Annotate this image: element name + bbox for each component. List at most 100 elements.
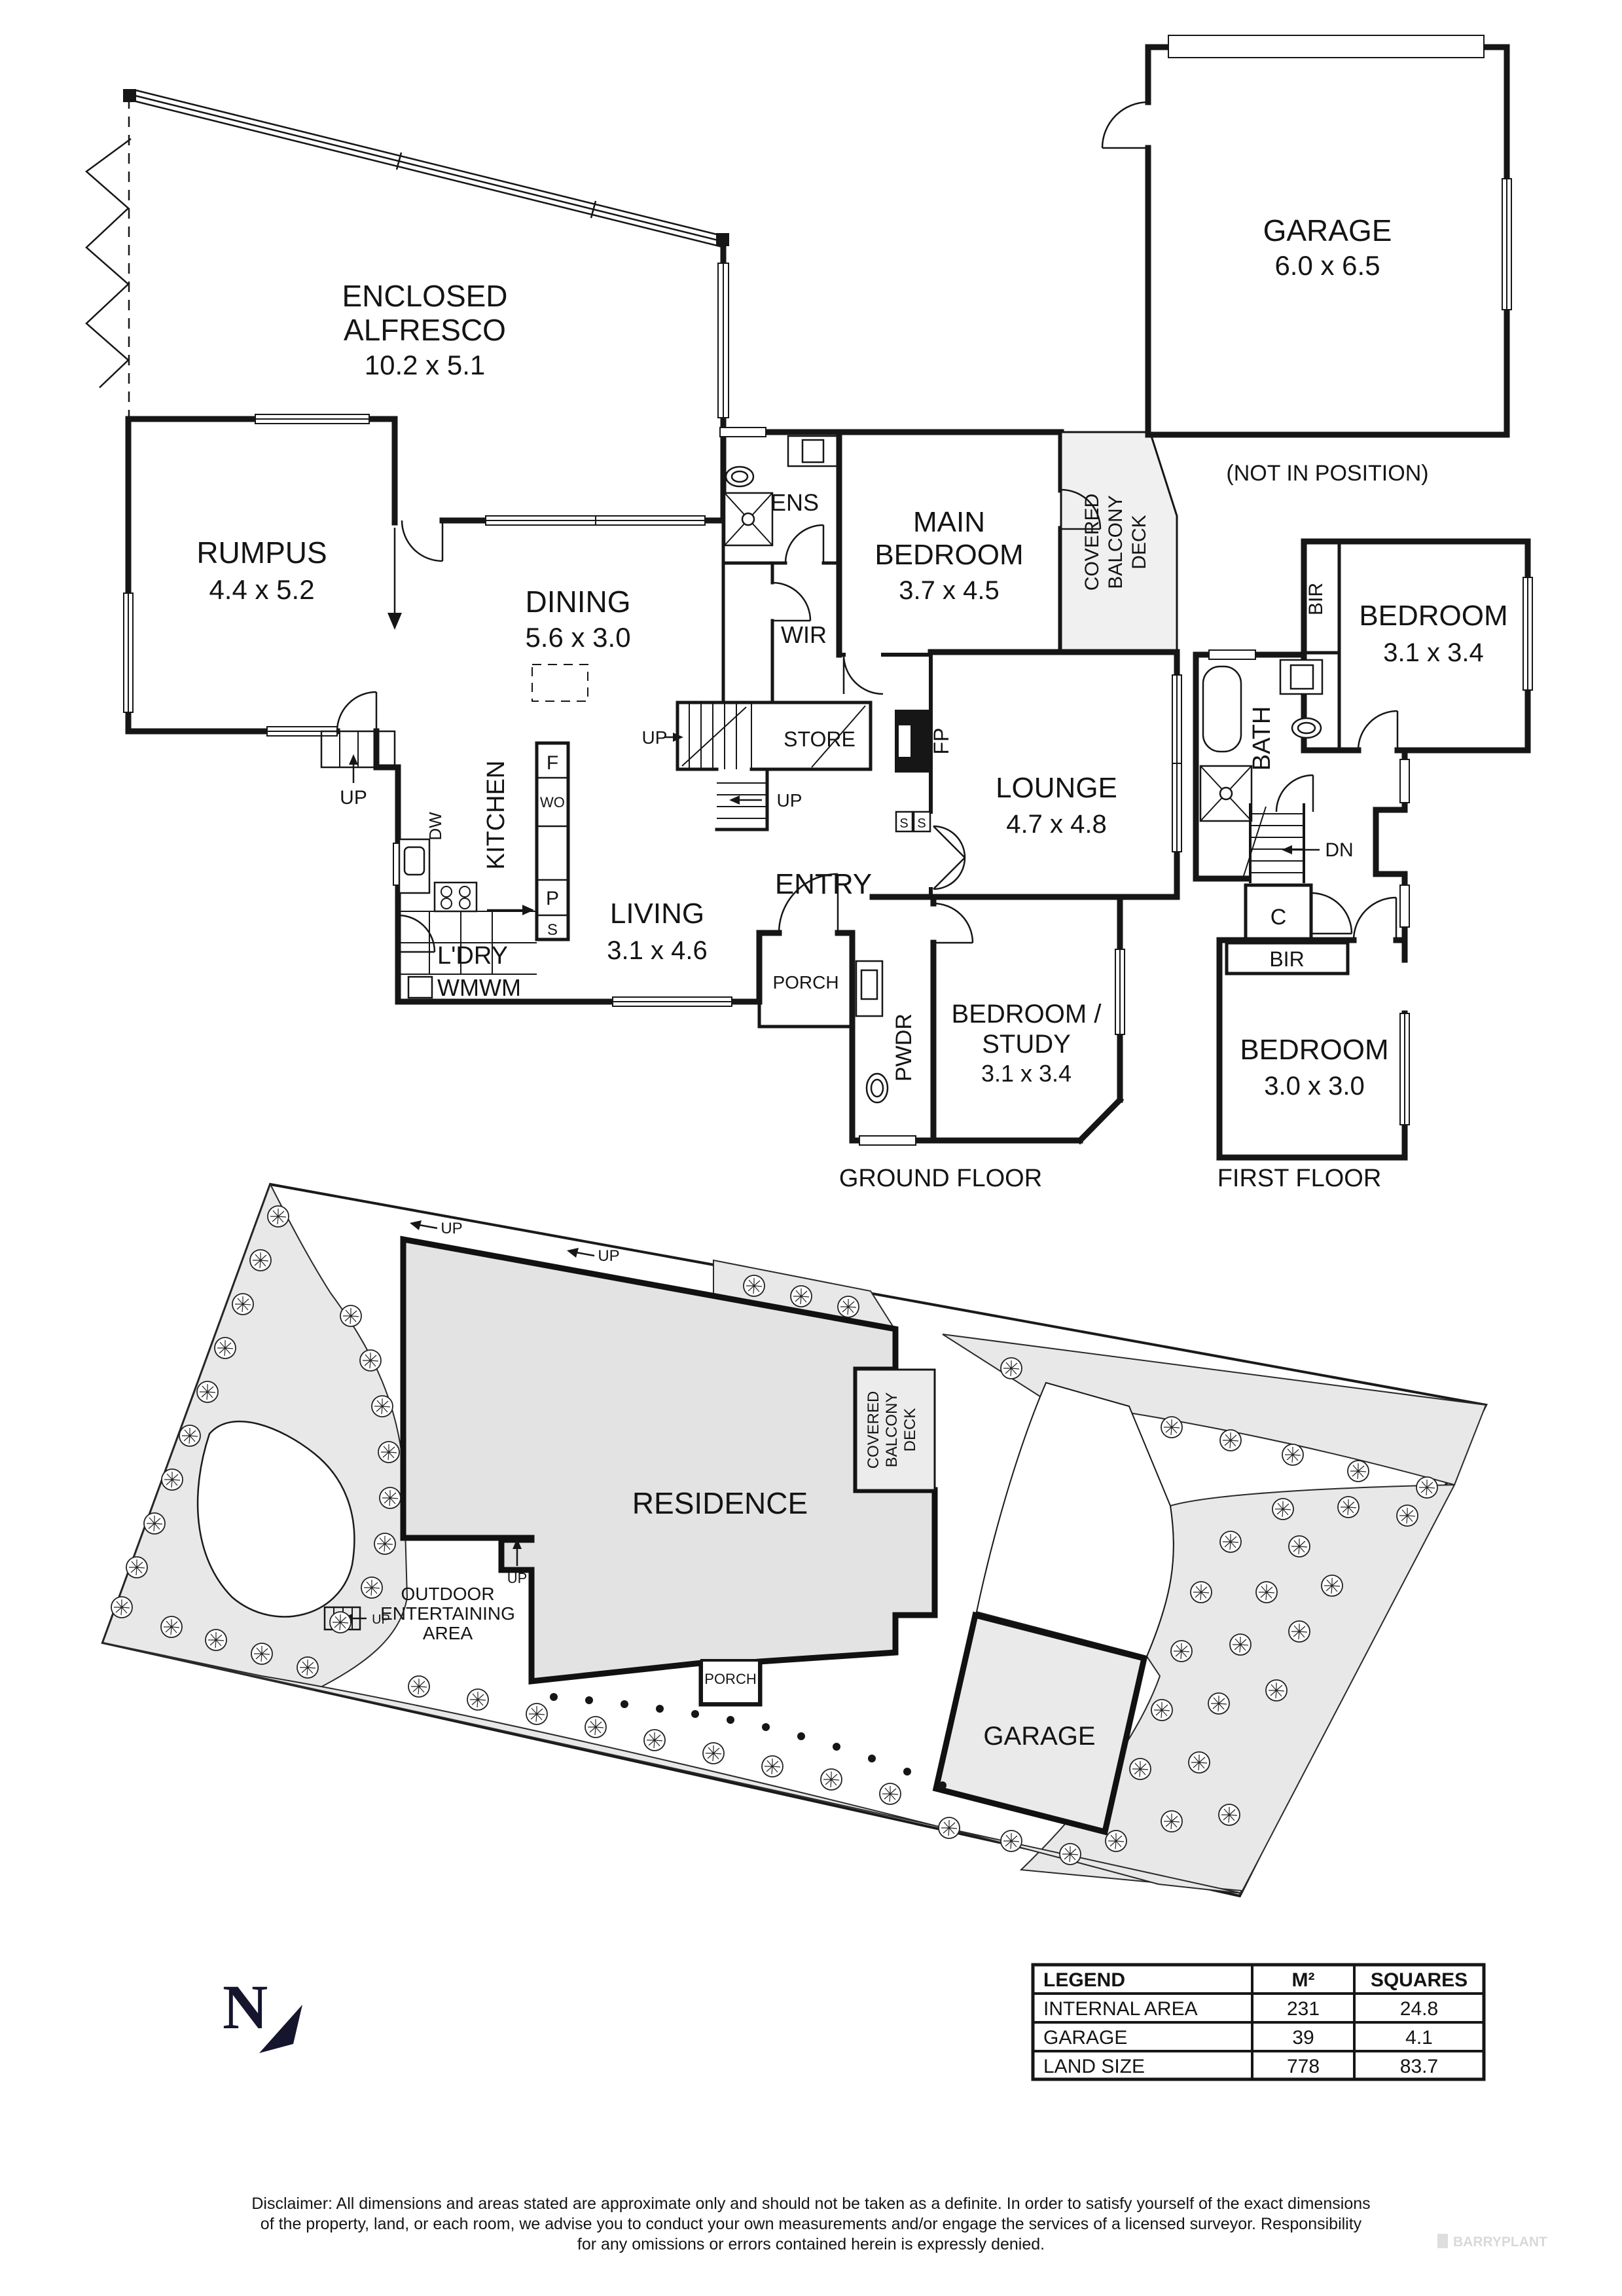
door-arc xyxy=(784,524,825,564)
up-arrowhead xyxy=(349,754,358,765)
rumpus-label: RUMPUS xyxy=(196,536,327,570)
door-arc xyxy=(1101,101,1149,149)
wir-label: WIR xyxy=(781,621,827,648)
alfresco-window-wall xyxy=(133,89,725,248)
ens-label: ENS xyxy=(770,489,819,516)
stair-treads2 xyxy=(717,782,767,819)
door-arc xyxy=(933,902,974,944)
door-arc xyxy=(1060,488,1102,530)
site-up-label: UP xyxy=(507,1570,528,1586)
fridge-label: F xyxy=(547,752,558,774)
speaker-label: S xyxy=(899,816,908,831)
outdoor-label-3: AREA xyxy=(423,1623,473,1643)
site-deck-label-1: COVERED xyxy=(865,1391,882,1469)
deck-label-2: BALCONY xyxy=(1105,495,1126,589)
legend-grid xyxy=(1033,1965,1484,2079)
pwdr-toilet-bowl xyxy=(870,1078,884,1098)
wall-oven-label: WO xyxy=(540,794,565,811)
first-floor-title: FIRST FLOOR xyxy=(1217,1165,1382,1192)
laundry-grid xyxy=(398,911,537,975)
stove xyxy=(433,881,478,913)
up-label2: UP xyxy=(777,790,802,811)
alfresco-zigzag xyxy=(85,137,132,388)
door-arc xyxy=(336,691,378,732)
path-lights xyxy=(550,1693,946,1789)
door-arc xyxy=(842,654,884,695)
stair-slash xyxy=(1242,806,1267,881)
north-needle xyxy=(259,2005,302,2053)
step-lines xyxy=(339,731,377,767)
sink-bowl xyxy=(403,846,425,876)
burner xyxy=(441,898,452,909)
lounge-dims: 4.7 x 4.8 xyxy=(1006,810,1106,839)
bed1-label: BEDROOM xyxy=(1359,600,1507,632)
dw-label: DW xyxy=(425,812,445,841)
door-arc xyxy=(772,581,812,622)
legend-row-squares: 24.8 xyxy=(1400,1998,1438,2020)
rumpus-dims: 4.4 x 5.2 xyxy=(209,574,314,605)
site-up-label: UP xyxy=(598,1247,619,1265)
legend-row-label: LAND SIZE xyxy=(1043,2056,1145,2077)
store-label: STORE xyxy=(784,727,856,751)
deck-area xyxy=(1060,431,1178,651)
legend-row-label: INTERNAL AREA xyxy=(1043,1998,1198,2020)
garage-plan: GARAGE 6.0 x 6.5 (NOT IN POSITION) xyxy=(1101,35,1512,486)
vanity-basin xyxy=(1289,664,1314,690)
kitchen-arrowhead xyxy=(522,905,534,915)
brand-watermark: BARRYPLANT xyxy=(1437,2234,1547,2250)
kitchen-label: KITCHEN xyxy=(482,761,510,870)
bir-label: BIR xyxy=(1305,583,1327,615)
ens-walls xyxy=(721,519,841,704)
bath-label: BATH xyxy=(1248,706,1276,771)
bed-study-label-1: BEDROOM / xyxy=(952,1000,1102,1029)
brand-watermark-text: BARRYPLANT xyxy=(1453,2234,1547,2250)
main-bed-label-1: MAIN xyxy=(913,506,985,538)
front-door-arc xyxy=(778,873,839,934)
bed2-dims: 3.0 x 3.0 xyxy=(1264,1072,1364,1101)
outdoor-label-1: OUTDOOR xyxy=(401,1584,494,1604)
window xyxy=(859,1135,916,1146)
bir1-walls xyxy=(1302,539,1341,655)
porch-walls xyxy=(757,931,854,1029)
living-dims: 3.1 x 4.6 xyxy=(607,936,707,965)
c-closet-walls xyxy=(1244,883,1313,942)
dining-dims: 5.6 x 3.0 xyxy=(525,622,630,653)
ground-floor-plan: ENCLOSED ALFRESCO 10.2 x 5.1 RUMPUS 4.4 … xyxy=(85,89,1182,1192)
site-plan: GARAGE COVERED BALCONY DECK RESIDENCE PO… xyxy=(101,1182,1488,1898)
site-up-arrowhead xyxy=(410,1220,422,1230)
toilet-bowl xyxy=(730,470,749,483)
up-label: UP xyxy=(642,727,668,748)
site-garage xyxy=(932,1611,1148,1836)
bed2-walls xyxy=(1216,937,1408,1161)
site-deck-label-2: BALCONY xyxy=(883,1393,901,1468)
north-label: N xyxy=(223,1972,268,2042)
deck-label-3: DECK xyxy=(1128,515,1150,569)
driveway xyxy=(975,1381,1174,1658)
burner xyxy=(459,898,471,909)
roof-dashed-box xyxy=(532,664,588,702)
garage-door xyxy=(1168,35,1485,58)
bed-study-label-2: STUDY xyxy=(982,1030,1071,1059)
laundry-label: L'DRY xyxy=(437,942,508,970)
legend-table: LEGEND M² SQUARES INTERNAL AREA 231 24.8… xyxy=(1031,1963,1486,2081)
window-mullion xyxy=(1172,675,1181,852)
wm-label: WMWM xyxy=(437,974,521,1001)
dn-arrowhead xyxy=(1282,845,1292,854)
brand-logo-icon xyxy=(1437,2234,1448,2248)
bed-study-walls xyxy=(930,894,1125,1145)
legend-row-squares: 4.1 xyxy=(1405,2027,1433,2049)
site-up-arrow xyxy=(418,1224,438,1230)
door-arc xyxy=(401,520,444,562)
garage-note: (NOT IN POSITION) xyxy=(1226,461,1428,486)
legend-row-m2: 231 xyxy=(1287,1998,1320,2020)
shower-drain xyxy=(741,512,755,526)
disclaimer: Disclaimer: All dimensions and areas sta… xyxy=(251,2195,1370,2253)
site-residence-label: RESIDENCE xyxy=(632,1486,808,1520)
speaker-box xyxy=(895,811,914,833)
window xyxy=(1399,759,1410,803)
main-bed-label-2: BEDROOM xyxy=(874,539,1023,571)
disclaimer-line-2: of the property, land, or each room, we … xyxy=(261,2215,1362,2233)
door-arc xyxy=(1352,896,1397,941)
